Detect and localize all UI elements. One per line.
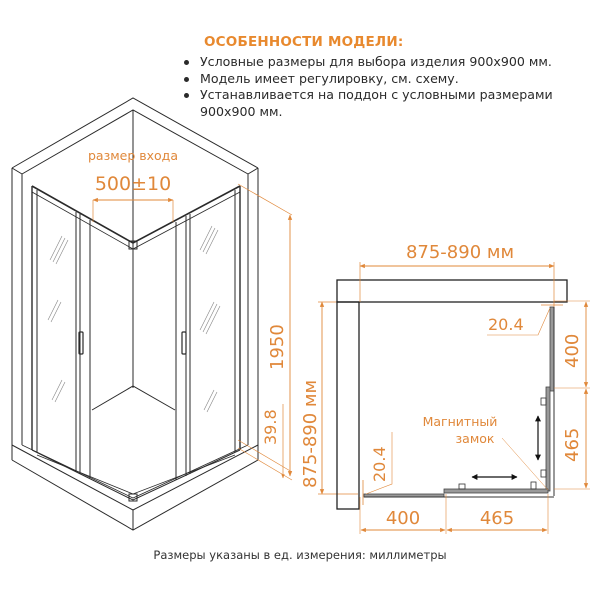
bullet-icon bbox=[184, 60, 189, 65]
bullet-icon bbox=[184, 76, 189, 82]
tray-height-value: 39.8 bbox=[261, 409, 280, 445]
feature-item: Устанавливается на поддон с условными ра… bbox=[180, 87, 600, 120]
units-footnote: Размеры указаны в ед. измерения: миллиме… bbox=[153, 548, 447, 562]
bottom-right-value: 465 bbox=[480, 508, 514, 529]
wall-range-value: 875-890 мм bbox=[300, 380, 321, 488]
model-features: ОСОБЕННОСТИ МОДЕЛИ: Условные размеры для… bbox=[180, 34, 600, 120]
right-upper-value: 400 bbox=[562, 334, 583, 368]
magnet-lock-label-1: Магнитный bbox=[423, 414, 498, 429]
feature-item: Условные размеры для выбора изделия 900х… bbox=[180, 54, 600, 71]
entry-size-value: 500±10 bbox=[95, 173, 171, 195]
features-list: Условные размеры для выбора изделия 900х… bbox=[180, 54, 600, 120]
height-value: 1950 bbox=[267, 324, 288, 370]
isometric-dimensions: размер входа 500±10 1950 39.8 875-890 мм bbox=[88, 148, 358, 495]
glass-reflection-icon bbox=[47, 225, 221, 413]
bottom-gap-value: 20.4 bbox=[370, 446, 389, 482]
isometric-view bbox=[11, 97, 259, 531]
right-lower-value: 465 bbox=[562, 428, 583, 462]
features-title: ОСОБЕННОСТИ МОДЕЛИ: bbox=[204, 34, 404, 50]
plan-top-range-value: 875-890 мм bbox=[406, 242, 514, 263]
plan-dimensions: 875-890 мм 20.4 400 465 20.4 Магнитный з… bbox=[359, 242, 590, 534]
plan-view bbox=[336, 279, 568, 510]
bullet-icon bbox=[184, 93, 189, 98]
feature-item: Модель имеет регулировку, см. схему. bbox=[180, 71, 600, 88]
bottom-left-value: 400 bbox=[386, 508, 420, 529]
magnet-lock-label-2: замок bbox=[456, 431, 495, 446]
right-gap-value: 20.4 bbox=[488, 315, 524, 334]
entry-size-label: размер входа bbox=[88, 148, 178, 163]
